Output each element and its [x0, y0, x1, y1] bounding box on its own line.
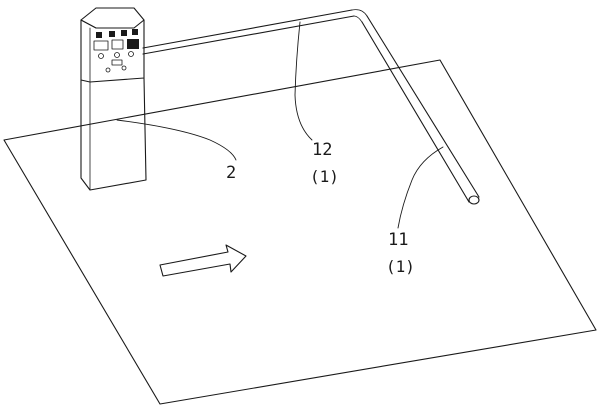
- label-terminal: 2: [226, 163, 236, 183]
- panel-icon: [109, 31, 115, 37]
- screen-icon: [93, 40, 109, 51]
- label-arm-horizontal: 12: [312, 140, 332, 160]
- terminal-post: [80, 7, 147, 191]
- ground-plate: [3, 59, 597, 405]
- label-arm-horizontal-group: (1): [310, 167, 339, 186]
- panel-icon: [132, 29, 138, 35]
- barrier-arm-horizontal: [142, 9, 368, 55]
- panel-icon: [121, 30, 127, 36]
- indicator-icon: [121, 65, 127, 71]
- barrier-arm-sloped: [361, 15, 480, 205]
- card-slot-icon: [111, 59, 123, 66]
- label-arm-vertical: 11: [388, 230, 408, 250]
- button-icon: [114, 52, 120, 58]
- direction-arrow-icon: [159, 244, 247, 277]
- button-icon: [128, 51, 134, 57]
- screen-icon: [127, 39, 139, 49]
- label-arm-vertical-group: (1): [386, 257, 415, 276]
- button-icon: [98, 53, 104, 59]
- leader-arm-vertical: [397, 146, 444, 229]
- screen-icon: [111, 39, 124, 50]
- leader-terminal: [116, 119, 237, 161]
- panel-icon: [96, 32, 102, 38]
- indicator-icon: [105, 67, 111, 73]
- arm-end-cap: [468, 195, 480, 205]
- control-panel: [93, 29, 139, 73]
- leader-arm-horizontal: [294, 21, 313, 141]
